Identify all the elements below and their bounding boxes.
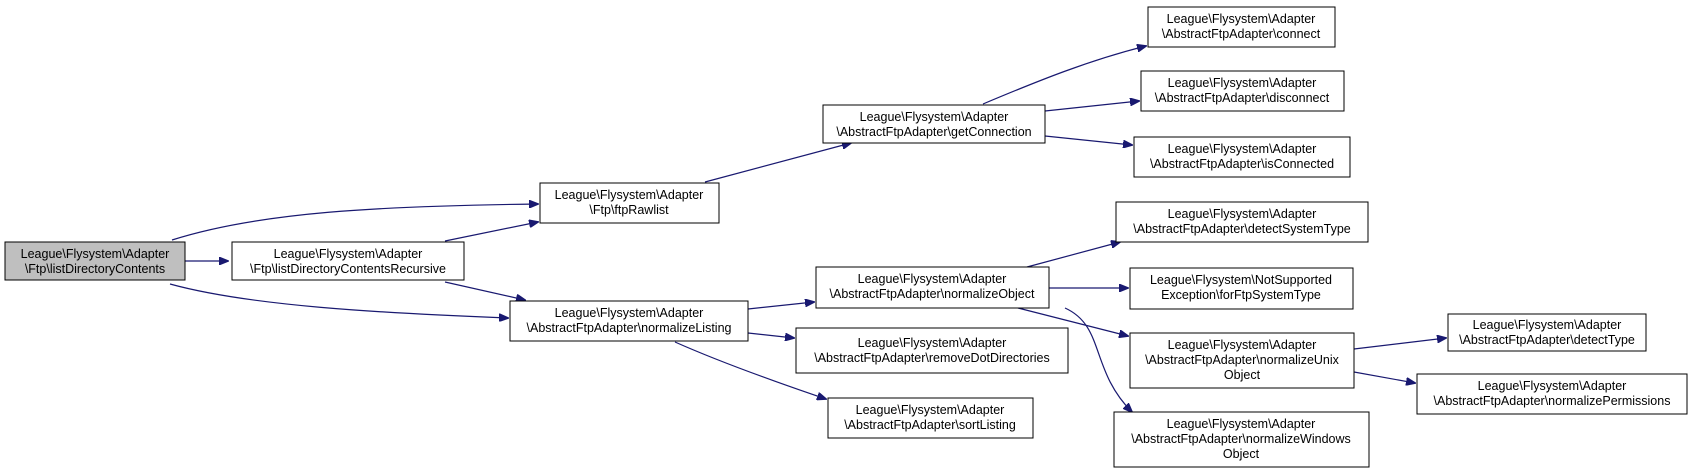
node-box <box>1115 201 1369 243</box>
node-label-line: League\Flysystem\Adapter <box>1168 76 1317 90</box>
node-label-line: \AbstractFtpAdapter\getConnection <box>836 125 1031 139</box>
node-label-line: League\Flysystem\Adapter <box>555 306 704 320</box>
edge-listdir-ftprawlist <box>171 204 538 241</box>
node-ftp-rawlist[interactable]: League\Flysystem\Adapter \Ftp\ftpRawlist <box>539 182 720 224</box>
node-label-line: League\Flysystem\Adapter <box>274 247 423 261</box>
node-box <box>1416 373 1688 415</box>
node-label-line: \AbstractFtpAdapter\isConnected <box>1150 157 1334 171</box>
node-box <box>231 241 465 281</box>
node-detect-type[interactable]: League\Flysystem\Adapter \AbstractFtpAda… <box>1447 313 1647 352</box>
node-normalize-permissions[interactable]: League\Flysystem\Adapter \AbstractFtpAda… <box>1416 373 1688 415</box>
node-list-directory-contents[interactable]: League\Flysystem\Adapter \Ftp\listDirect… <box>4 241 186 281</box>
node-label-line: League\Flysystem\Adapter <box>1473 318 1622 332</box>
node-detect-system-type[interactable]: League\Flysystem\Adapter \AbstractFtpAda… <box>1115 201 1369 243</box>
edge-normalizelisting-removedot <box>747 332 794 338</box>
node-normalize-unix-object[interactable]: League\Flysystem\Adapter \AbstractFtpAda… <box>1129 332 1355 389</box>
node-label-line: League\Flysystem\Adapter <box>860 110 1009 124</box>
node-label-line: Exception\forFtpSystemType <box>1161 288 1321 302</box>
node-normalize-windows-object[interactable]: League\Flysystem\Adapter \AbstractFtpAda… <box>1113 411 1370 468</box>
node-normalize-object[interactable]: League\Flysystem\Adapter \AbstractFtpAda… <box>815 266 1050 309</box>
node-box <box>1447 313 1647 352</box>
node-label-line: Object <box>1224 368 1261 382</box>
node-label-line: Object <box>1223 447 1260 461</box>
edge-normalizelisting-sortlisting <box>674 341 826 399</box>
edge-listdir-normalizelisting <box>169 283 508 318</box>
edge-getconnection-disconnect <box>1044 101 1139 112</box>
node-box <box>822 104 1046 144</box>
node-label-line: \AbstractFtpAdapter\disconnect <box>1155 91 1330 105</box>
edge-normalizelisting-normalizeobject <box>747 302 814 310</box>
edge-getconnection-connect <box>982 46 1146 105</box>
edge-recursive-ftprawlist <box>444 222 538 242</box>
node-label-line: \AbstractFtpAdapter\detectSystemType <box>1133 222 1351 236</box>
edge-getconnection-isconnected <box>1044 135 1132 145</box>
edge-normalizeobject-normalizeunix <box>1017 307 1128 336</box>
node-label-line: League\Flysystem\Adapter <box>1168 338 1317 352</box>
edge-recursive-normalizelisting <box>444 281 525 300</box>
node-label-line: League\Flysystem\Adapter <box>856 403 1005 417</box>
edge-normalizeunix-detecttype <box>1353 338 1446 350</box>
node-label-line: \Ftp\listDirectoryContents <box>25 262 165 276</box>
node-box <box>815 266 1050 309</box>
node-remove-dot-directories[interactable]: League\Flysystem\Adapter \AbstractFtpAda… <box>795 327 1069 374</box>
node-not-supported-exception[interactable]: League\Flysystem\NotSupported Exception\… <box>1129 267 1354 310</box>
node-label-line: \AbstractFtpAdapter\connect <box>1162 27 1321 41</box>
edge-normalizeobject-detectsystemtype <box>1026 242 1120 268</box>
node-box <box>795 327 1069 374</box>
node-label-line: \AbstractFtpAdapter\normalizeUnix <box>1145 353 1340 367</box>
node-box <box>1113 411 1370 468</box>
node-label-line: \Ftp\ftpRawlist <box>589 203 669 217</box>
node-box <box>509 300 749 342</box>
node-label-line: \AbstractFtpAdapter\normalizePermissions <box>1434 394 1671 408</box>
node-label-line: \AbstractFtpAdapter\removeDotDirectories <box>814 351 1050 365</box>
node-sort-listing[interactable]: League\Flysystem\Adapter \AbstractFtpAda… <box>827 397 1034 439</box>
edge-normalizeobject-normalizewindows <box>1064 307 1132 412</box>
node-label-line: \AbstractFtpAdapter\normalizeObject <box>830 287 1035 301</box>
node-label-line: League\Flysystem\Adapter <box>858 336 1007 350</box>
node-label-line: League\Flysystem\Adapter <box>1168 207 1317 221</box>
node-box <box>1129 267 1354 310</box>
node-normalize-listing[interactable]: League\Flysystem\Adapter \AbstractFtpAda… <box>509 300 749 342</box>
node-disconnect[interactable]: League\Flysystem\Adapter \AbstractFtpAda… <box>1140 70 1345 112</box>
node-label-line: \Ftp\listDirectoryContentsRecursive <box>250 262 446 276</box>
node-label-line: League\Flysystem\Adapter <box>1167 12 1316 26</box>
node-label-line: League\Flysystem\Adapter <box>858 272 1007 286</box>
node-label-line: League\Flysystem\Adapter <box>1168 142 1317 156</box>
node-box <box>827 397 1034 439</box>
node-box <box>1147 6 1336 48</box>
node-connect[interactable]: League\Flysystem\Adapter \AbstractFtpAda… <box>1147 6 1336 48</box>
edge-normalizeunix-normalizepermissions <box>1353 371 1415 383</box>
node-get-connection[interactable]: League\Flysystem\Adapter \AbstractFtpAda… <box>822 104 1046 144</box>
node-box <box>1129 332 1355 389</box>
node-label-line: \AbstractFtpAdapter\sortListing <box>844 418 1016 432</box>
node-box <box>4 241 186 281</box>
node-is-connected[interactable]: League\Flysystem\Adapter \AbstractFtpAda… <box>1133 136 1351 178</box>
node-label-line: \AbstractFtpAdapter\normalizeWindows <box>1131 432 1351 446</box>
node-list-directory-contents-recursive[interactable]: League\Flysystem\Adapter \Ftp\listDirect… <box>231 241 465 281</box>
node-label-line: League\Flysystem\Adapter <box>21 247 170 261</box>
node-box <box>1133 136 1351 178</box>
node-label-line: League\Flysystem\Adapter <box>1167 417 1316 431</box>
node-label-line: \AbstractFtpAdapter\detectType <box>1459 333 1635 347</box>
node-label-line: \AbstractFtpAdapter\normalizeListing <box>527 321 732 335</box>
node-label-line: League\Flysystem\Adapter <box>555 188 704 202</box>
edge-ftprawlist-getconnection <box>704 143 851 183</box>
node-label-line: League\Flysystem\Adapter <box>1478 379 1627 393</box>
node-box <box>539 182 720 224</box>
node-box <box>1140 70 1345 112</box>
node-label-line: League\Flysystem\NotSupported <box>1150 273 1332 287</box>
